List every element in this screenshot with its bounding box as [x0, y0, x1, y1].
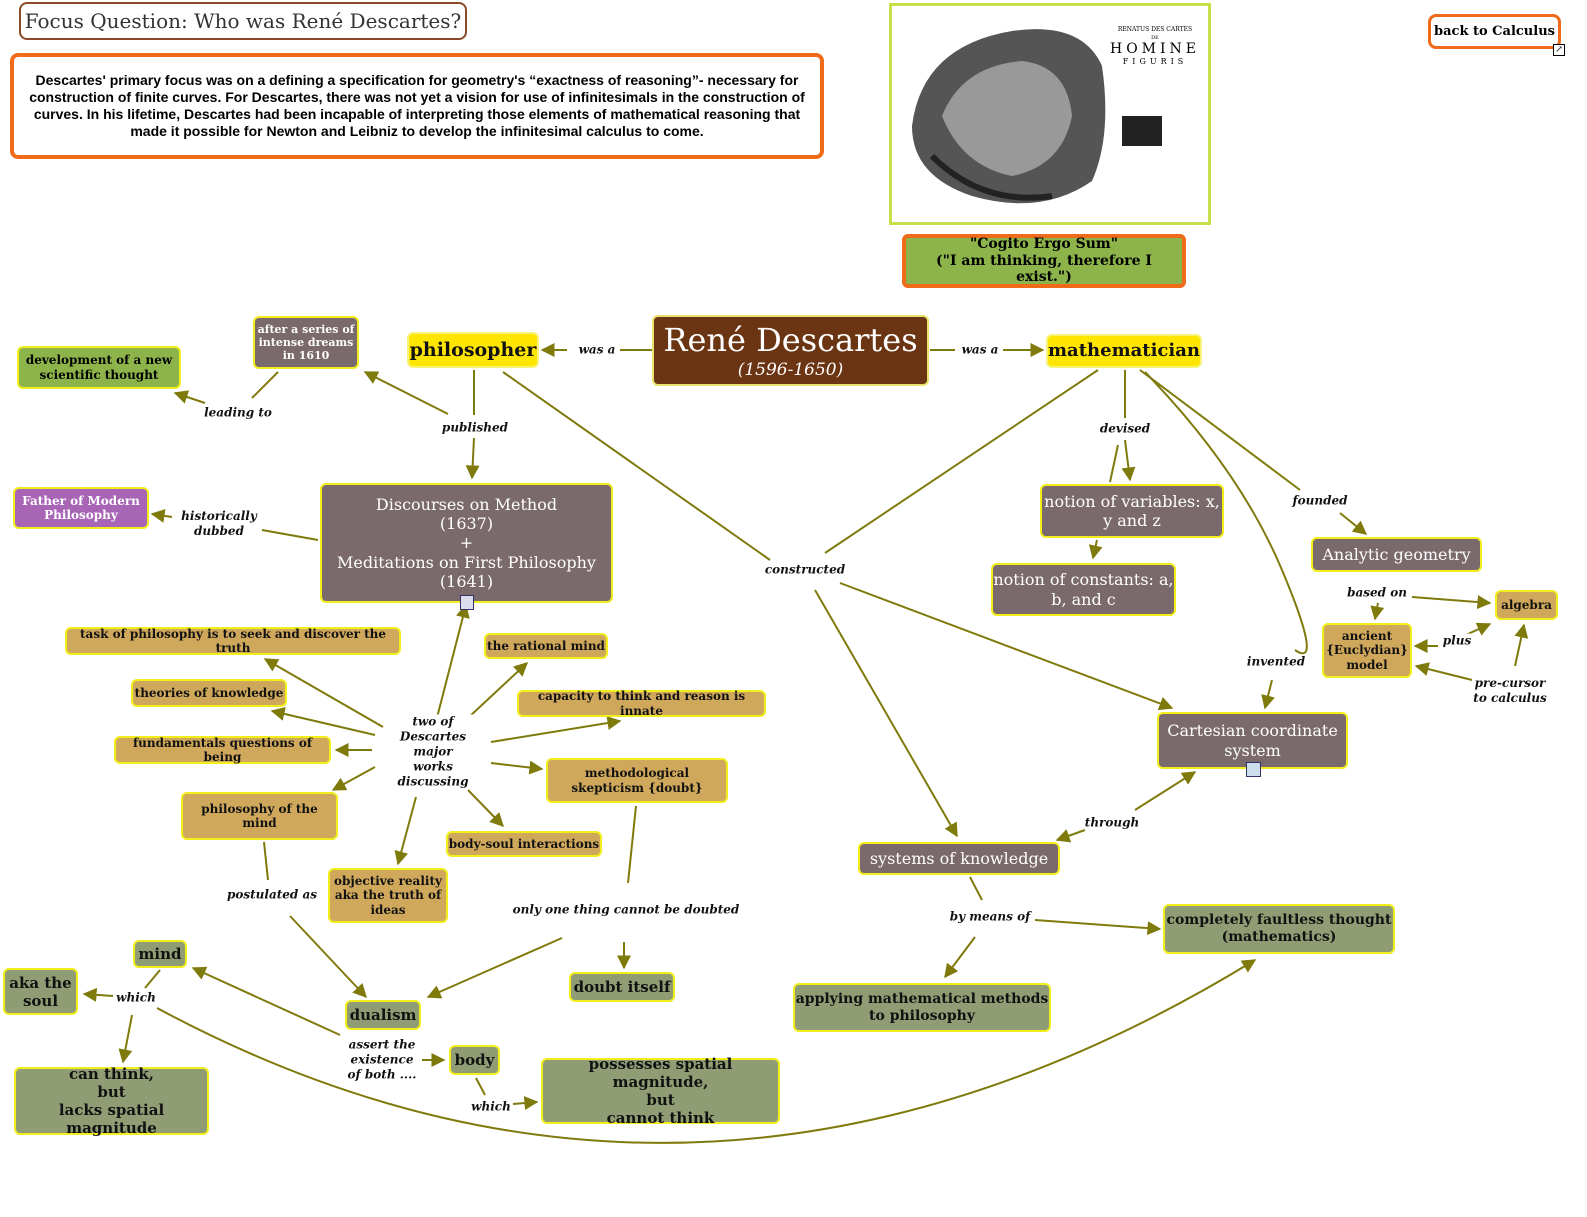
svg-text:HOMINE: HOMINE — [1110, 41, 1200, 57]
possesses-line2: but — [646, 1091, 675, 1109]
discourses-plus: + — [459, 533, 474, 553]
node-rene-descartes[interactable]: René Descartes (1596-1650) — [652, 315, 929, 386]
discourses-year: (1637) — [439, 514, 494, 534]
possesses-line3: cannot think — [606, 1109, 715, 1127]
link-through: through — [1084, 815, 1140, 831]
cogito-english: ("I am thinking, therefore I exist.") — [936, 252, 1152, 286]
can-think-line2: but — [97, 1083, 126, 1101]
link-assert-existence: assert the existence of both .... — [342, 1037, 422, 1083]
node-mathematician[interactable]: mathematician — [1046, 334, 1202, 368]
center-dates: (1596-1650) — [737, 359, 844, 380]
link-which-mind: which — [116, 990, 156, 1006]
node-objective-reality[interactable]: objective reality aka the truth of ideas — [328, 868, 448, 923]
meditations-title: Meditations on First Philosophy — [337, 552, 596, 572]
node-task[interactable]: task of philosophy is to seek and discov… — [65, 627, 401, 655]
link-devised: devised — [1099, 421, 1151, 437]
node-cartesian[interactable]: Cartesian coordinate system — [1157, 712, 1348, 769]
link-postulated-as: postulated as — [226, 887, 318, 903]
node-discourses[interactable]: Discourses on Method(1637)+Meditations o… — [320, 483, 613, 610]
node-applying-methods[interactable]: applying mathematical methods to philoso… — [793, 983, 1051, 1032]
node-philosopher[interactable]: philosopher — [407, 332, 539, 368]
link-which-body: which — [471, 1099, 511, 1115]
possesses-line1: possesses spatial magnitude, — [588, 1055, 733, 1091]
node-fundamentals[interactable]: fundamentals questions of being — [114, 736, 331, 764]
node-philosophy-of-mind[interactable]: philosophy of the mind — [181, 792, 338, 840]
link-was-a-philosopher: was a — [578, 342, 616, 358]
link-precursor: pre-cursor to calculus — [1472, 676, 1548, 706]
svg-text:RENATUS DES CARTES: RENATUS DES CARTES — [1118, 26, 1192, 33]
node-dreams[interactable]: after a series of intense dreams in 1610 — [253, 316, 359, 369]
node-mind[interactable]: mind — [133, 940, 187, 968]
node-faultless-thought[interactable]: completely faultless thought (mathematic… — [1163, 904, 1395, 954]
link-by-means-of: by means of — [949, 909, 1031, 925]
cogito-latin: "Cogito Ergo Sum" — [969, 235, 1118, 252]
can-think-line1: can think, — [68, 1065, 155, 1083]
link-two-works: two of Descartes major works discussing — [393, 714, 473, 790]
link-was-a-mathematician: was a — [961, 342, 999, 358]
node-doubt-itself[interactable]: doubt itself — [569, 972, 675, 1002]
node-body-soul[interactable]: body-soul interactions — [446, 831, 602, 857]
node-constants[interactable]: notion of constants: a, b, and c — [991, 563, 1176, 616]
node-skepticism[interactable]: methodological skepticism {doubt} — [546, 758, 728, 803]
node-body[interactable]: body — [449, 1045, 500, 1075]
summary-box: Descartes' primary focus was on a defini… — [10, 53, 824, 159]
svg-text:DE: DE — [1151, 35, 1159, 41]
can-think-line3: lacks spatial magnitude — [58, 1101, 165, 1137]
descartes-anatomy-image: RENATUS DES CARTES DE HOMINE FIGURIS — [889, 3, 1211, 225]
cogito-quote: "Cogito Ergo Sum"("I am thinking, theref… — [902, 234, 1186, 288]
node-capacity[interactable]: capacity to think and reason is innate — [517, 689, 766, 718]
node-development[interactable]: development of a new scientific thought — [17, 346, 181, 389]
node-systems-of-knowledge[interactable]: systems of knowledge — [858, 842, 1060, 875]
node-aka-soul[interactable]: aka the soul — [3, 968, 78, 1015]
node-ancient-model[interactable]: ancient {Euclydian} model — [1322, 623, 1412, 678]
node-algebra[interactable]: algebra — [1495, 590, 1558, 620]
node-analytic-geometry[interactable]: Analytic geometry — [1311, 537, 1482, 572]
link-based-on: based on — [1347, 585, 1407, 601]
external-link-icon[interactable]: ↗ — [1553, 44, 1565, 56]
back-to-calculus-button[interactable]: back to Calculus — [1428, 14, 1561, 49]
link-published: published — [441, 420, 509, 436]
document-resource-icon[interactable] — [460, 595, 474, 610]
svg-text:FIGURIS: FIGURIS — [1123, 57, 1188, 66]
meditations-year: (1641) — [439, 571, 494, 591]
link-plus: plus — [1442, 633, 1472, 649]
focus-question: Focus Question: Who was René Descartes? — [19, 2, 467, 40]
node-dualism[interactable]: dualism — [345, 1000, 421, 1030]
node-variables[interactable]: notion of variables: x, y and z — [1040, 484, 1224, 538]
link-leading-to: leading to — [204, 405, 272, 421]
link-constructed: constructed — [764, 562, 846, 578]
link-founded: founded — [1292, 493, 1348, 509]
image-resource-icon[interactable] — [1246, 762, 1261, 777]
link-only-one-thing: only one thing cannot be doubted — [512, 902, 740, 918]
link-invented: invented — [1246, 654, 1306, 670]
discourses-title: Discourses on Method — [375, 495, 558, 515]
center-name: René Descartes — [663, 321, 918, 360]
node-rational-mind[interactable]: the rational mind — [484, 633, 608, 659]
node-theories[interactable]: theories of knowledge — [131, 679, 287, 707]
link-historically-dubbed: historically dubbed — [179, 509, 259, 539]
node-father[interactable]: Father of Modern Philosophy — [13, 487, 149, 529]
